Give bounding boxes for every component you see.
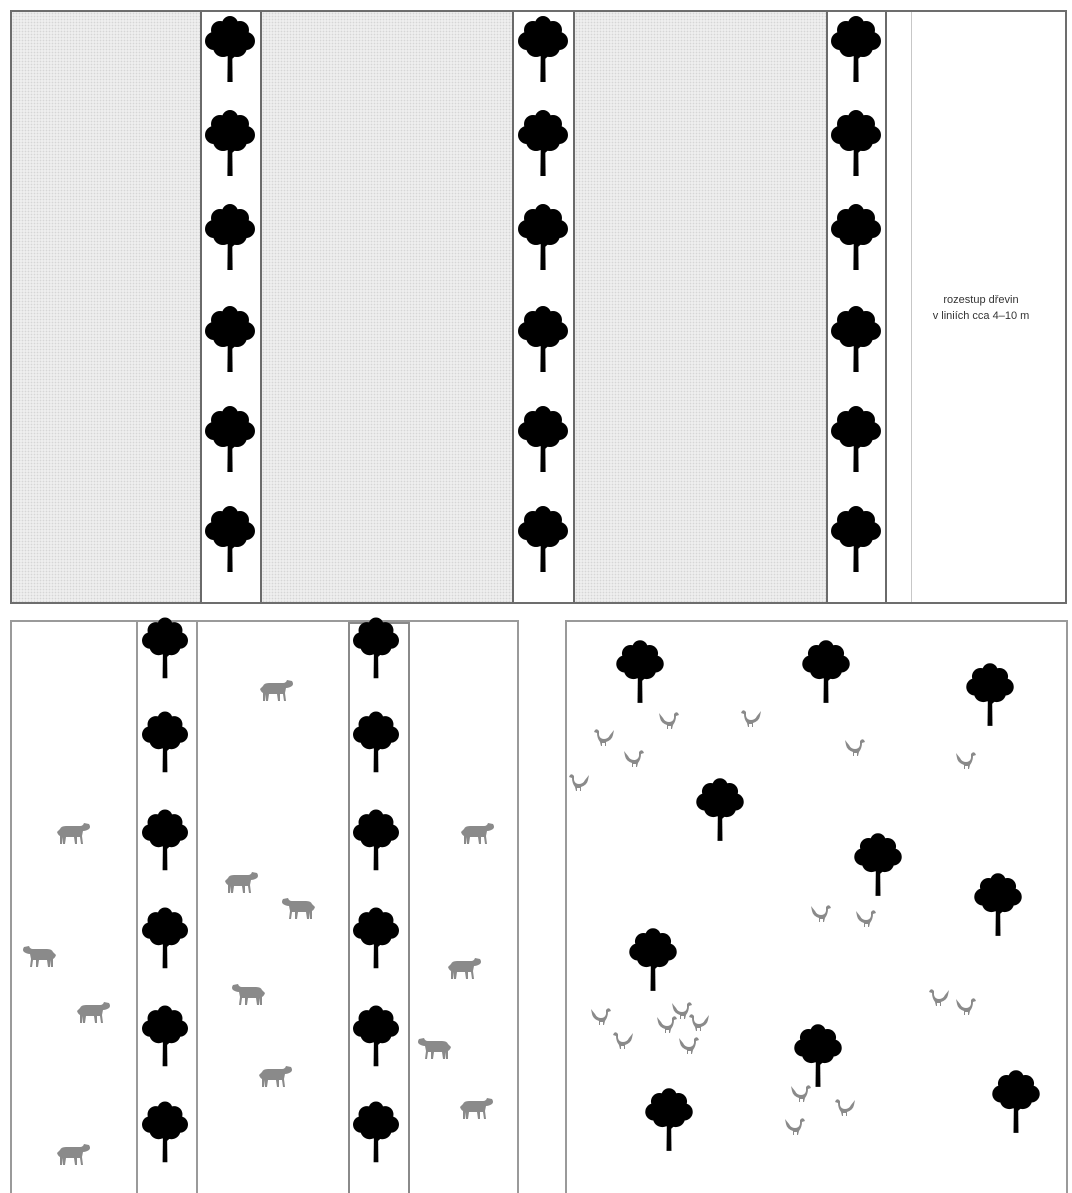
chicken-icon [811, 905, 831, 922]
tree-icon [696, 778, 744, 841]
tree-icon [854, 833, 902, 896]
tree-icon [802, 640, 850, 703]
chicken-icon [785, 1118, 805, 1135]
chicken-icon [659, 712, 679, 729]
tree-icon [205, 16, 255, 82]
chicken-icon [569, 774, 589, 791]
cow-icon [232, 984, 265, 1005]
tree-icon [142, 618, 188, 679]
chicken-icon [956, 752, 976, 769]
tree-icon [629, 928, 677, 991]
chicken-icon [956, 998, 976, 1015]
tree-icon [353, 908, 399, 969]
tree-icon [353, 1102, 399, 1163]
tree-icon [974, 873, 1022, 936]
cow-icon [259, 1066, 292, 1087]
chicken-icon [845, 739, 865, 756]
chicken-icon [689, 1014, 709, 1031]
cow-icon [57, 1144, 90, 1165]
tree-icon [518, 110, 568, 176]
cow-icon [57, 823, 90, 844]
chicken-icon [741, 710, 761, 727]
tree-icon [645, 1088, 693, 1151]
cow-icon [460, 1098, 493, 1119]
tree-icon [205, 110, 255, 176]
tree-icon [353, 810, 399, 871]
cow-icon [418, 1038, 451, 1059]
cow-icon [77, 1002, 110, 1023]
tree-icon [142, 810, 188, 871]
tree-icon [353, 712, 399, 773]
tree-icon [142, 908, 188, 969]
tree-icon [831, 16, 881, 82]
chicken-icon [791, 1085, 811, 1102]
chicken-icon [624, 750, 644, 767]
cow-icon [260, 680, 293, 701]
chicken-icon [929, 989, 949, 1006]
tree-icon [831, 406, 881, 472]
tree-icon [966, 663, 1014, 726]
tree-icon [616, 640, 664, 703]
tree-icon [831, 306, 881, 372]
tree-icon [205, 306, 255, 372]
chicken-icon [594, 729, 614, 746]
cow-icon [23, 946, 56, 967]
cow-icon [282, 898, 315, 919]
tree-icon [353, 618, 399, 679]
cow-icon [225, 872, 258, 893]
tree-icon [142, 1006, 188, 1067]
chicken-icon [835, 1099, 855, 1116]
tree-icon [831, 506, 881, 572]
cow-icon [448, 958, 481, 979]
tree-icon [518, 506, 568, 572]
tree-icon [205, 204, 255, 270]
tree-icon [518, 16, 568, 82]
chicken-icon [856, 910, 876, 927]
tree-icon [794, 1024, 842, 1087]
tree-icon [142, 1102, 188, 1163]
tree-icon [205, 406, 255, 472]
tree-icon [831, 110, 881, 176]
tree-icon [142, 712, 188, 773]
chicken-icon [613, 1032, 633, 1049]
chicken-icon [591, 1008, 611, 1025]
tree-icon [831, 204, 881, 270]
chicken-icon [657, 1016, 677, 1033]
tree-icon [518, 204, 568, 270]
tree-icon [205, 506, 255, 572]
tree-icon [353, 1006, 399, 1067]
tree-icon [518, 306, 568, 372]
tree-icon [518, 406, 568, 472]
tree-icon [992, 1070, 1040, 1133]
cow-icon [461, 823, 494, 844]
chicken-icon [679, 1037, 699, 1054]
